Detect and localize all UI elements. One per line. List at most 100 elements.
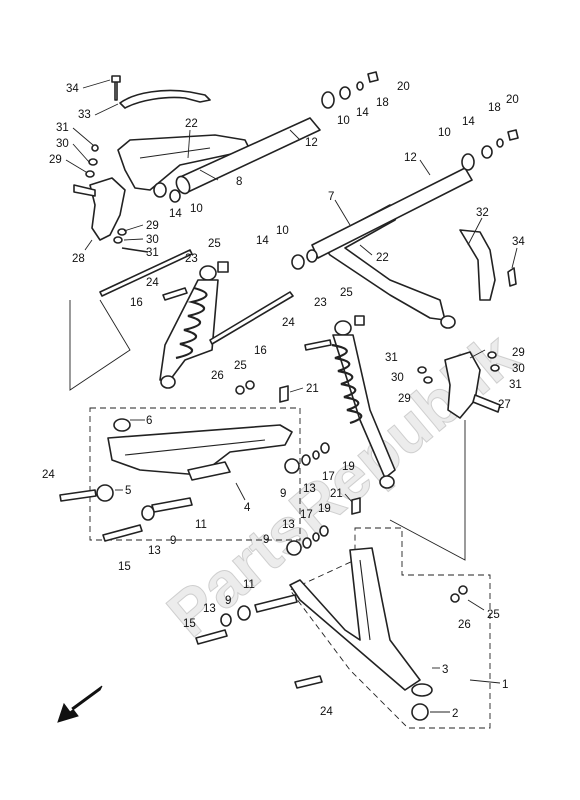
long-bolt-middle [209, 291, 294, 345]
bolt-24-lower-left [59, 489, 97, 502]
callout-26-right: 26 [458, 619, 471, 631]
nut-25-right [354, 315, 365, 326]
bolt-15-right [195, 629, 228, 645]
callout-22-right: 22 [376, 252, 389, 264]
grease-17-mid [312, 450, 320, 460]
callout-14-top: 14 [356, 107, 369, 119]
callout-12-left: 12 [305, 137, 318, 149]
callout-20-top: 20 [397, 81, 410, 93]
washer-14-left [153, 182, 167, 198]
washer-30-left [113, 236, 123, 244]
grease-nipple-21 [279, 385, 289, 403]
callout-18-top: 18 [376, 97, 389, 109]
ball-joint-right [440, 315, 456, 329]
washer-14-right [481, 145, 493, 159]
washer-13-lower [302, 537, 312, 549]
callout-24-left: 24 [146, 277, 159, 289]
washer-13-left [141, 505, 155, 521]
callout-22: 22 [185, 118, 198, 130]
pin-31-left [121, 247, 149, 253]
callout-34-right: 34 [512, 236, 525, 248]
callout-31-right: 31 [385, 352, 398, 364]
callout-10-mid: 10 [276, 225, 289, 237]
nut-29-right [417, 366, 427, 374]
tube-right [311, 167, 473, 259]
washer-30-right-top [490, 364, 500, 372]
callout-29-right: 29 [398, 393, 411, 405]
brake-hose-bracket-right [459, 229, 496, 301]
washer-30-right [423, 376, 433, 384]
callout-24-lower-right: 24 [320, 706, 333, 718]
assembly-reference-line-right [389, 420, 466, 561]
lower-arm-left [107, 424, 293, 476]
washer-26-left [235, 385, 245, 395]
bushing-9-right [237, 605, 251, 621]
callout-10-right: 10 [438, 127, 451, 139]
callout-29-left: 29 [146, 220, 159, 232]
knuckle-spindle-left [73, 184, 96, 197]
callout-21: 21 [306, 383, 319, 395]
callout-8: 8 [236, 176, 242, 188]
callout-13-right: 13 [203, 603, 216, 615]
callout-25-right: 25 [340, 287, 353, 299]
bushing-10-left [169, 189, 181, 203]
callout-30-left: 30 [146, 234, 159, 246]
callout-18-right: 18 [488, 102, 501, 114]
callout-2: 2 [452, 708, 458, 720]
callout-10-top: 10 [337, 115, 350, 127]
bushing-tube-lower-left [187, 461, 231, 481]
nut-29-right-top [487, 351, 497, 359]
nut-25-left [217, 261, 229, 273]
washer-18-right [496, 138, 504, 148]
nut-25-lower [458, 585, 468, 595]
callout-5: 5 [125, 485, 131, 497]
lower-arm-left-rib [124, 439, 266, 456]
callout-29: 29 [49, 154, 62, 166]
upper-arm-left-rib [139, 147, 211, 159]
callout-17-mid: 17 [322, 471, 335, 483]
lower-arm-right-outline [289, 527, 491, 729]
bushing-9-left [284, 458, 300, 474]
callout-16-mid: 16 [254, 345, 267, 357]
callout-25-left: 25 [208, 238, 221, 250]
callout-14-right: 14 [462, 116, 475, 128]
shock-right-bottom-mount [379, 475, 395, 489]
callout-24-lower-left: 24 [42, 469, 55, 481]
nut-20-right [507, 129, 519, 141]
bolt-24-left [162, 287, 188, 301]
tube-left-end [175, 175, 191, 195]
washer-30-left-top [85, 170, 95, 178]
callout-4: 4 [244, 502, 251, 514]
callout-31-right-top: 31 [509, 379, 522, 391]
nut-29-left-top [88, 158, 98, 166]
callout-19-mid: 19 [342, 461, 355, 473]
callout-14-left: 14 [169, 208, 182, 220]
ball-joint-5 [96, 484, 114, 502]
callout-12-right: 12 [404, 152, 417, 164]
callout-9-lower: 9 [263, 534, 269, 546]
shock-right-body [332, 334, 396, 479]
callout-10-left: 10 [190, 203, 203, 215]
steering-knuckle-left [89, 177, 126, 241]
bushing-9-lower [286, 540, 302, 556]
callout-14-mid: 14 [256, 235, 269, 247]
callout-30: 30 [56, 138, 69, 150]
boot-6 [113, 418, 131, 432]
callout-labels: 34 33 31 30 29 22 8 10 14 12 10 14 18 20… [42, 79, 525, 720]
washer-13-right [220, 613, 232, 627]
bushing-10-mid [306, 249, 318, 263]
washer-18-top [356, 81, 364, 91]
washer-26-right [450, 593, 460, 603]
callout-31-left: 31 [146, 247, 159, 259]
washer-14-top [339, 86, 351, 100]
callout-21-lower: 21 [330, 488, 343, 500]
nut-25-mid [245, 380, 255, 390]
washer-13-mid [301, 454, 311, 466]
callout-30-right: 30 [391, 372, 404, 384]
bolt-34-right [507, 267, 517, 287]
long-bolt-left [99, 249, 193, 297]
callout-9-mid: 9 [280, 488, 286, 500]
callout-9-right: 9 [225, 595, 231, 607]
